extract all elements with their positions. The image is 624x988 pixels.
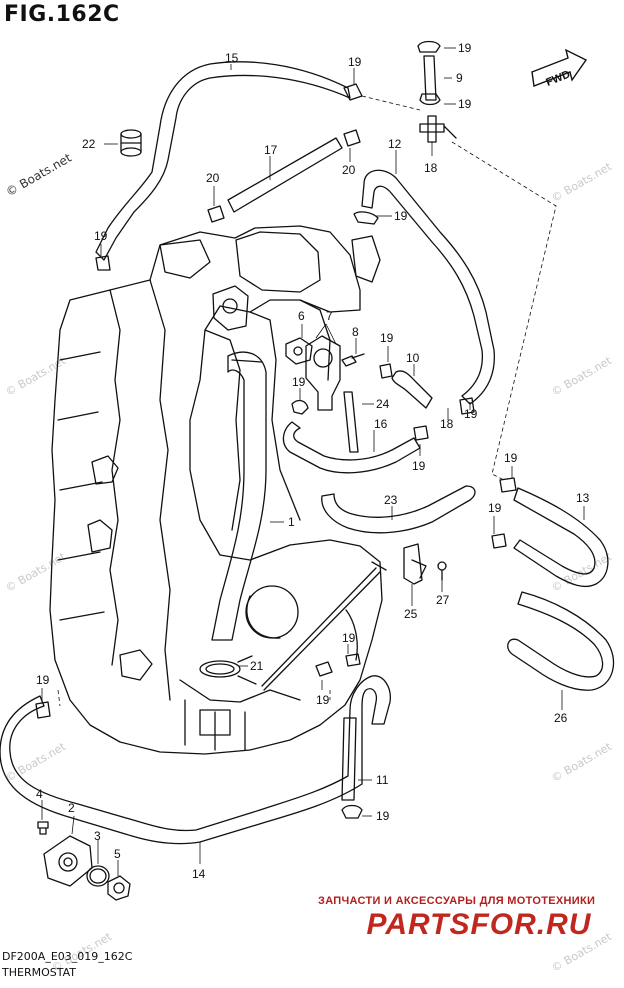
- shop-logo: PARTSFOR.RU: [367, 908, 592, 941]
- shop-tagline: ЗАПЧАСТИ И АКСЕССУАРЫ ДЛЯ МОТОТЕХНИКИ: [318, 895, 596, 907]
- hose-26: [507, 591, 615, 691]
- hose-12: [361, 169, 496, 405]
- thermostat-cover-7: [305, 335, 341, 411]
- water-hose-1: [211, 351, 267, 641]
- callout-11: 11: [376, 773, 389, 787]
- callout-17: 17: [264, 143, 278, 157]
- callout-8: 8: [352, 325, 359, 339]
- leader-lines: [41, 47, 585, 876]
- callout-19: 19: [458, 41, 472, 55]
- callout-20: 20: [342, 163, 356, 177]
- bolt-27: [437, 561, 447, 581]
- callout-10: 10: [406, 351, 420, 365]
- callout-1: 1: [288, 515, 295, 529]
- hose-11: [341, 717, 357, 801]
- callout-19: 19: [292, 375, 306, 389]
- hose-14: [0, 675, 391, 845]
- callout-19: 19: [380, 331, 394, 345]
- hose-17: [227, 137, 343, 213]
- callout-27: 27: [436, 593, 450, 607]
- callout-labels: 15 19 19 9 19 22 17 12 20 18 20 19 19 6 …: [36, 41, 590, 881]
- callout-16: 16: [374, 417, 388, 431]
- grommet-22: [120, 129, 142, 157]
- callout-19: 19: [504, 451, 518, 465]
- figure-section: THERMOSTAT: [2, 966, 76, 979]
- callout-19: 19: [316, 693, 330, 707]
- callout-15: 15: [225, 51, 239, 65]
- callout-19: 19: [412, 459, 426, 473]
- callout-13: 13: [576, 491, 590, 505]
- clamp-21: [199, 655, 257, 685]
- cylinder-block: [49, 225, 383, 755]
- fwd-arrow-icon: FWD: [531, 48, 588, 89]
- thermostat-housing: [212, 285, 249, 331]
- callout-4: 4: [36, 787, 43, 801]
- callout-22: 22: [82, 137, 96, 151]
- callout-19: 19: [376, 809, 390, 823]
- joint-18: [419, 115, 457, 143]
- callout-21: 21: [250, 659, 264, 673]
- shop-logo-text: PARTSFOR.RU: [367, 908, 592, 941]
- clamp-19: [35, 83, 517, 819]
- hose-15: [95, 61, 351, 261]
- o-ring-3: [86, 865, 110, 887]
- bolt-4: [37, 821, 49, 835]
- callout-19: 19: [458, 97, 472, 111]
- callout-20: 20: [206, 171, 220, 185]
- callout-19: 19: [464, 407, 478, 421]
- cover-2: [43, 835, 93, 887]
- hose-16: [282, 421, 421, 474]
- pipe-24: [343, 391, 359, 453]
- callout-19: 19: [94, 229, 108, 243]
- callout-19: 19: [36, 673, 50, 687]
- callout-7: 7: [326, 309, 333, 323]
- callout-25: 25: [404, 607, 418, 621]
- hose-13: [513, 487, 609, 588]
- callout-19: 19: [342, 631, 356, 645]
- callout-23: 23: [384, 493, 398, 507]
- hose-9: [417, 40, 441, 106]
- callout-26: 26: [554, 711, 568, 725]
- callout-19: 19: [394, 209, 408, 223]
- callout-14: 14: [192, 867, 206, 881]
- callout-9: 9: [456, 71, 463, 85]
- callout-19: 19: [488, 501, 502, 515]
- clamp-20: [207, 129, 361, 223]
- callout-18: 18: [440, 417, 454, 431]
- assembly-dashed-lines: [57, 95, 557, 707]
- hose-10: [391, 370, 433, 409]
- callout-5: 5: [114, 847, 121, 861]
- thermostat-6: [285, 337, 313, 365]
- callout-24: 24: [376, 397, 390, 411]
- callout-6: 6: [298, 309, 305, 323]
- figure-code: DF200A_E03_019_162C: [2, 950, 133, 963]
- hose-23: [321, 485, 476, 534]
- plug-5: [107, 875, 131, 901]
- callout-2: 2: [68, 801, 75, 815]
- figure-title: FIG.162C: [4, 2, 120, 27]
- callout-3: 3: [94, 829, 101, 843]
- callout-18: 18: [424, 161, 438, 175]
- callout-12: 12: [388, 137, 402, 151]
- bolt-8: [341, 353, 365, 367]
- bracket-25: [403, 543, 427, 585]
- callout-19: 19: [348, 55, 362, 69]
